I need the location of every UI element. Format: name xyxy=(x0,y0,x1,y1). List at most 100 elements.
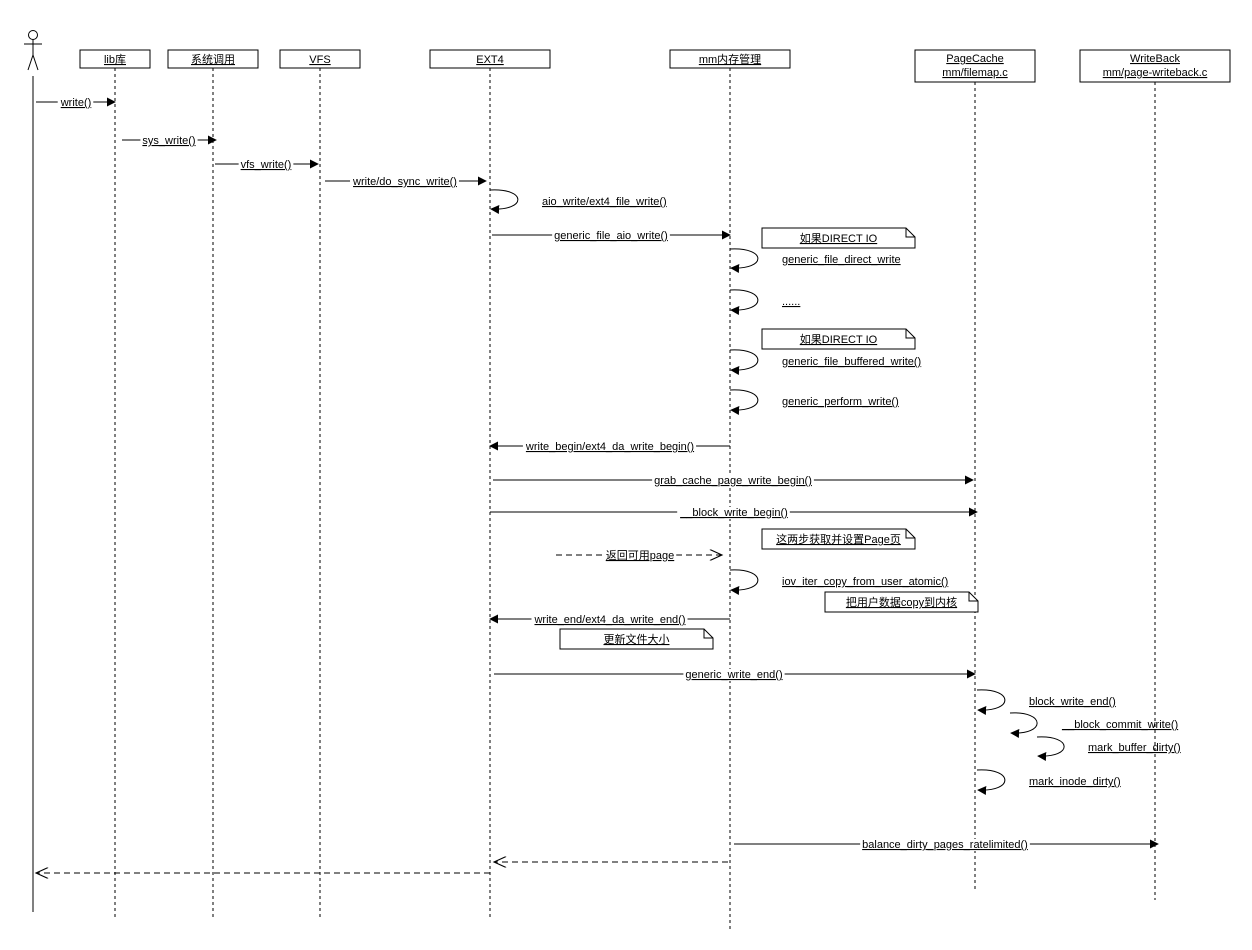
participant-label: PageCache xyxy=(946,53,1004,65)
participant-ext4: EXT4 xyxy=(429,49,551,69)
message: write() xyxy=(36,97,116,109)
self-call-arrow xyxy=(729,349,759,375)
message-label: vfs_write() xyxy=(241,159,292,171)
self-call-arrow xyxy=(976,689,1006,715)
participant-pagecache: PageCache mm/filemap.c xyxy=(914,49,1036,83)
message-label-bg xyxy=(860,839,1030,851)
note: 把用户数据copy到内核 xyxy=(824,591,979,613)
message: grab_cache_page_write_begin() xyxy=(493,475,974,487)
note-box xyxy=(761,528,916,550)
self-call-arrow xyxy=(729,248,759,273)
self-call-arrow xyxy=(1036,736,1065,761)
participant-lib: lib库 xyxy=(79,49,151,69)
note-label: 如果DIRECT IO xyxy=(800,231,878,245)
message: aio_write/ext4_file_write() xyxy=(489,189,667,214)
self-call-arrow xyxy=(976,769,1006,795)
message-label-bg xyxy=(140,135,198,147)
note-label: 这两步获取并设置Page页 xyxy=(776,532,901,546)
message-label-bg xyxy=(677,507,790,519)
message: mark_inode_dirty() xyxy=(976,769,1121,795)
note: 如果DIRECT IO xyxy=(761,328,916,350)
message-label-bg xyxy=(552,230,670,242)
message-label: write_end/ext4_da_write_end() xyxy=(533,614,685,626)
participant-box xyxy=(914,49,1036,83)
note-box xyxy=(761,328,916,350)
message-label: write_begin/ext4_da_write_begin() xyxy=(525,441,694,453)
message: write/do_sync_write() xyxy=(325,176,487,188)
self-call-arrow xyxy=(729,389,759,415)
self-call-arrow xyxy=(729,569,759,595)
message-label-bg xyxy=(238,159,294,171)
message-label: grab_cache_page_write_begin() xyxy=(654,475,812,487)
message: generic_file_buffered_write() xyxy=(729,349,921,375)
participant-label: 系统调用 xyxy=(191,53,235,66)
message-label: 返回可用page xyxy=(606,549,674,562)
note: 更新文件大小 xyxy=(559,628,714,650)
self-call-arrow xyxy=(729,289,759,315)
participant-box xyxy=(1079,49,1231,83)
message: iov_iter_copy_from_user_atomic() xyxy=(729,569,948,595)
message-label-bg xyxy=(522,441,697,453)
note-box xyxy=(559,628,714,650)
participant-label: mm/page-writeback.c xyxy=(1103,67,1208,79)
message-label: ...... xyxy=(782,296,800,308)
participant-label: mm/filemap.c xyxy=(942,67,1008,79)
message-label: aio_write/ext4_file_write() xyxy=(542,196,667,208)
message-label: write/do_sync_write() xyxy=(352,176,457,188)
message-label-bg xyxy=(531,614,688,626)
note-fold xyxy=(905,529,915,539)
note: 如果DIRECT IO xyxy=(761,227,916,249)
note-box xyxy=(824,591,979,613)
message-label-bg xyxy=(683,669,785,681)
note-label: 如果DIRECT IO xyxy=(800,332,878,346)
message-label: __block_write_begin() xyxy=(679,507,788,519)
message: generic_file_aio_write() xyxy=(492,230,731,242)
message-label-bg xyxy=(652,475,814,487)
participant-label: lib库 xyxy=(104,53,126,66)
message-label: generic_write_end() xyxy=(685,669,782,681)
message-label: __block_commit_write() xyxy=(1061,719,1178,731)
message-label: sys_write() xyxy=(142,135,195,147)
message: mark_buffer_dirty() xyxy=(1036,736,1181,761)
note-fold xyxy=(905,228,915,238)
participant-vfs: VFS xyxy=(279,49,361,69)
note-label: 更新文件大小 xyxy=(604,632,670,646)
participant-mm: mm内存管理 xyxy=(669,49,791,69)
message-label: mark_buffer_dirty() xyxy=(1088,742,1181,754)
message: sys_write() xyxy=(122,135,217,147)
actor-user xyxy=(24,30,42,71)
message-label-bg xyxy=(603,549,677,562)
message-label: generic_perform_write() xyxy=(782,396,899,408)
note-fold xyxy=(703,629,713,639)
message: vfs_write() xyxy=(215,159,319,171)
message-label: block_write_end() xyxy=(1029,696,1116,708)
note-box xyxy=(761,227,916,249)
message: 返回可用page xyxy=(556,549,722,562)
message: __block_write_begin() xyxy=(490,507,978,519)
message-label: generic_file_direct_write xyxy=(782,254,901,266)
message: block_write_end() xyxy=(976,689,1116,715)
note-fold xyxy=(968,592,978,602)
message: ...... xyxy=(729,289,800,315)
message: generic_write_end() xyxy=(494,669,976,681)
self-call-arrow xyxy=(489,189,519,214)
message-label: write() xyxy=(60,97,92,109)
message: generic_perform_write() xyxy=(729,389,899,415)
message-label: generic_file_buffered_write() xyxy=(782,356,921,368)
participant-label: VFS xyxy=(309,54,330,66)
message: __block_commit_write() xyxy=(1009,712,1178,738)
message: write_begin/ext4_da_write_begin() xyxy=(489,441,730,453)
note-fold xyxy=(905,329,915,339)
participant-label: mm内存管理 xyxy=(699,52,761,66)
message-label: iov_iter_copy_from_user_atomic() xyxy=(782,576,948,588)
note: 这两步获取并设置Page页 xyxy=(761,528,916,550)
participant-syscall: 系统调用 xyxy=(167,49,259,69)
message-label: mark_inode_dirty() xyxy=(1029,776,1121,788)
message-label: generic_file_aio_write() xyxy=(554,230,668,242)
message-label: balance_dirty_pages_ratelimited() xyxy=(862,839,1028,851)
message: balance_dirty_pages_ratelimited() xyxy=(734,839,1159,851)
message-label-bg xyxy=(350,176,459,188)
self-call-arrow xyxy=(1009,712,1038,738)
